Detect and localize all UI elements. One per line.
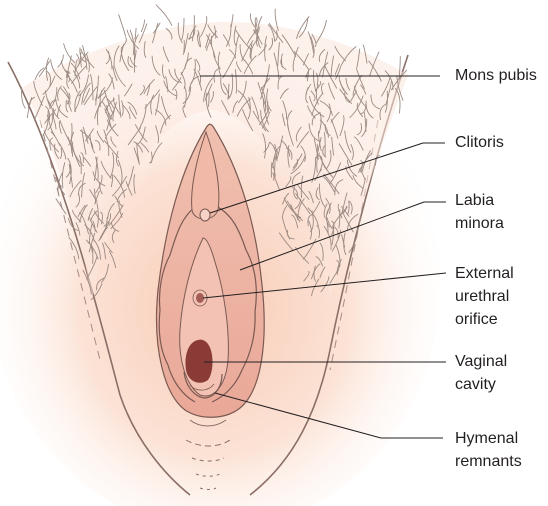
label-vaginal-cavity-line1: Vaginal bbox=[455, 350, 507, 373]
label-urethral-orifice-line1: External bbox=[455, 262, 514, 285]
label-labia-minora-line1: Labia bbox=[455, 189, 494, 212]
hair-strand bbox=[64, 44, 75, 63]
label-mons-pubis: Mons pubis bbox=[455, 64, 537, 87]
label-urethral-orifice-line3: orifice bbox=[455, 308, 498, 331]
hair-strand bbox=[156, 5, 172, 26]
label-labia-minora-line2: minora bbox=[455, 212, 504, 235]
hair-strand bbox=[119, 15, 126, 37]
clitoris-glans bbox=[200, 209, 210, 221]
hair-strand bbox=[141, 20, 144, 32]
urethral-orifice bbox=[196, 293, 204, 303]
label-clitoris: Clitoris bbox=[455, 131, 504, 154]
label-hymenal-remnants-line1: Hymenal bbox=[455, 427, 518, 450]
label-hymenal-remnants-line2: remnants bbox=[455, 450, 522, 473]
label-vaginal-cavity-line2: cavity bbox=[455, 373, 496, 396]
label-urethral-orifice-line2: urethral bbox=[455, 285, 509, 308]
